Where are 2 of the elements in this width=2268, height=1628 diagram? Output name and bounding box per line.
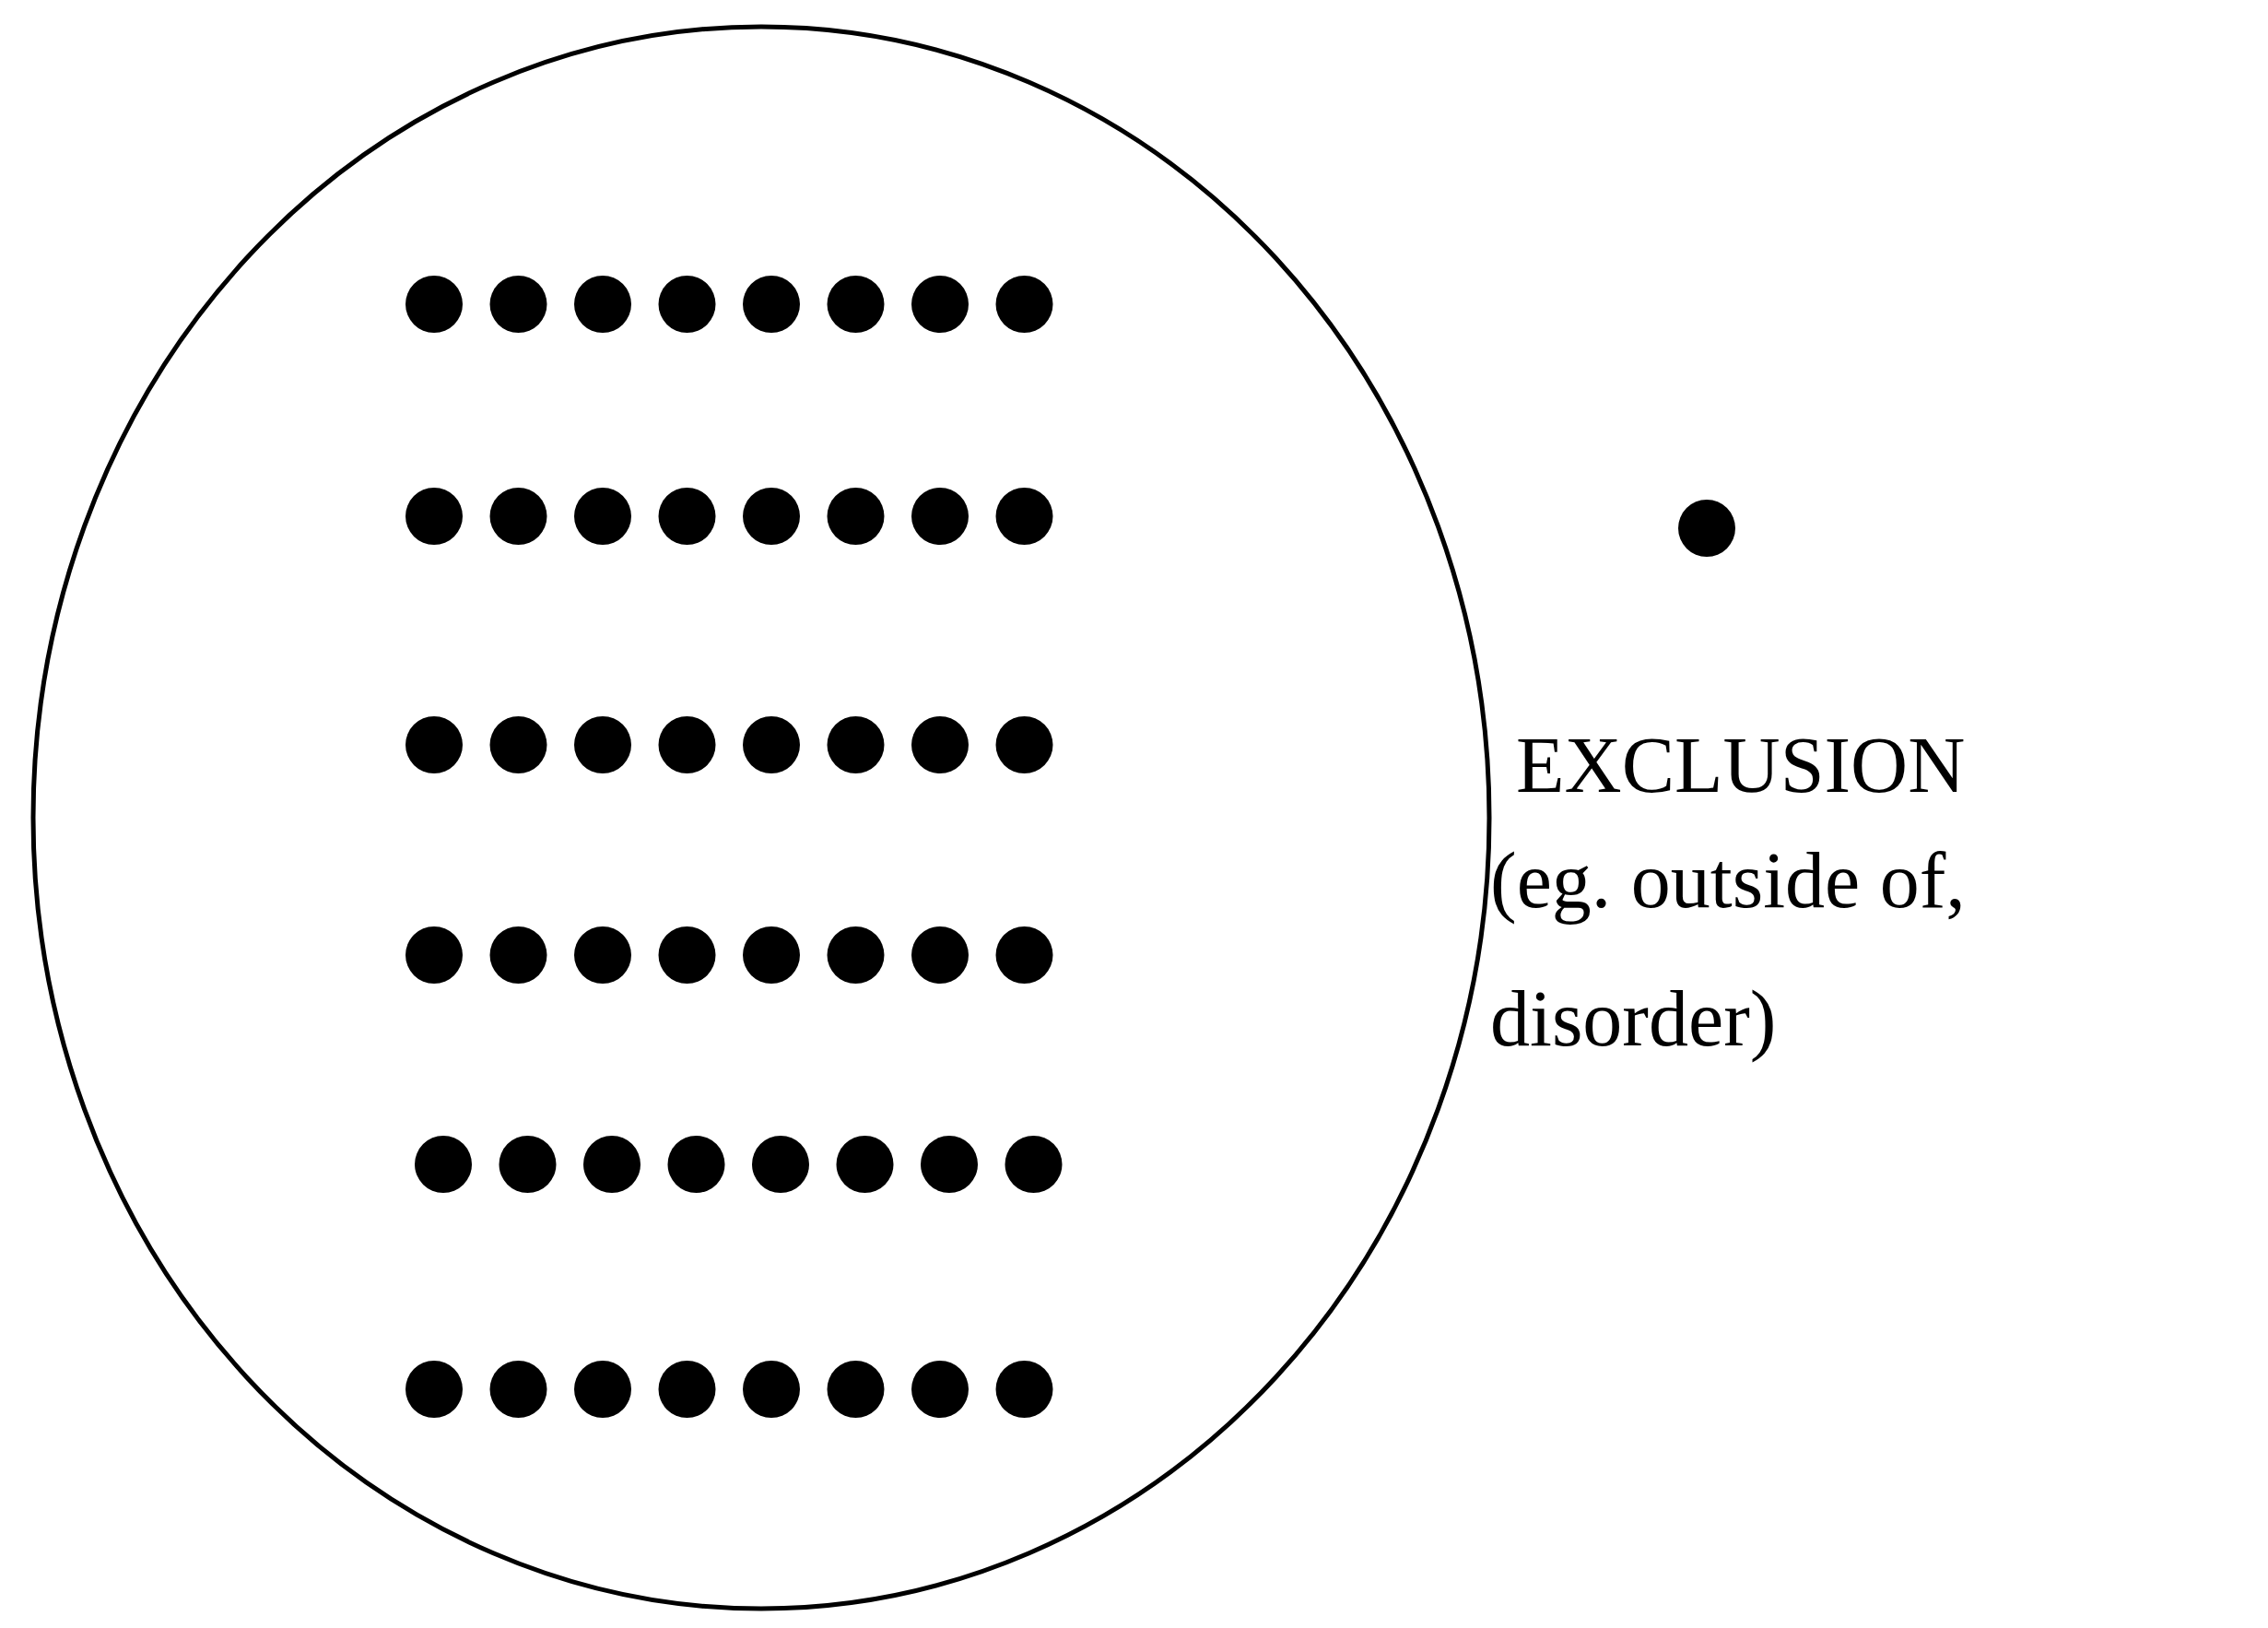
heading-label: EXCLUSION bbox=[1516, 720, 1966, 811]
note-label: (eg. outside of, disorder) bbox=[1490, 835, 1967, 1065]
